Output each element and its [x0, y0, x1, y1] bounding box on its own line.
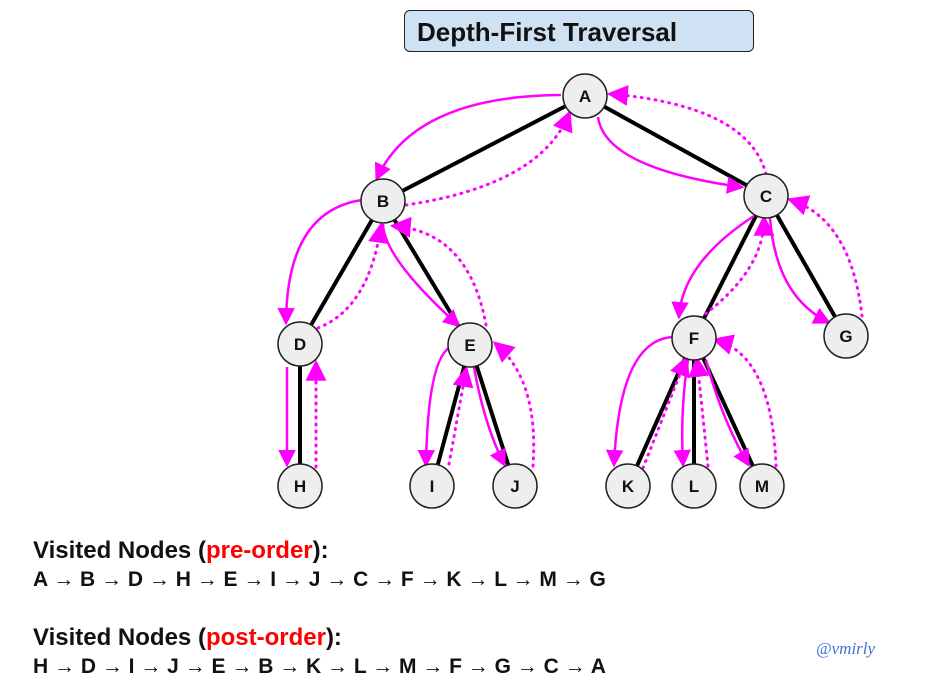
node-circle-h	[277, 463, 323, 509]
arrow-up-k-f	[641, 355, 690, 470]
node-l: L	[671, 463, 717, 509]
node-circle-j	[492, 463, 538, 509]
postorder-heading-suffix: ):	[325, 624, 342, 651]
arrow-up-g-c	[787, 195, 864, 318]
node-label-h: H	[294, 477, 306, 496]
node-circle-d	[277, 321, 323, 367]
arrow-up-b-a	[404, 110, 573, 207]
node-label-j: J	[510, 477, 519, 496]
edge-a-c	[584, 94, 767, 198]
node-label-a: A	[579, 87, 591, 106]
node-circle-l	[671, 463, 717, 509]
node-circle-e	[447, 322, 493, 368]
preorder-heading: Visited Nodes (pre-order):	[33, 537, 329, 565]
arrow-down-c-f	[671, 214, 755, 320]
arrow-down-e-j	[472, 366, 506, 468]
node-j: J	[492, 463, 538, 509]
node-c: C	[743, 173, 789, 219]
node-d: D	[277, 321, 323, 367]
arrow-down-e-i	[417, 344, 453, 468]
node-b: B	[360, 178, 406, 224]
postorder-heading-prefix: Visited Nodes (	[33, 624, 206, 651]
node-label-m: M	[755, 477, 769, 496]
node-label-i: I	[430, 477, 435, 496]
arrow-down-f-l	[673, 359, 691, 468]
arrow-down-f-k	[605, 335, 677, 468]
edge-c-g	[764, 195, 848, 337]
preorder-heading-prefix: Visited Nodes (	[33, 537, 206, 564]
arrow-up-l-f	[688, 355, 710, 468]
node-a: A	[562, 73, 608, 119]
node-label-f: F	[689, 329, 699, 348]
edge-c-f	[692, 195, 768, 339]
node-circle-g	[823, 313, 869, 359]
node-i: I	[409, 463, 455, 509]
node-m: M	[739, 463, 785, 509]
node-label-g: G	[839, 327, 852, 346]
preorder-heading-suffix: ):	[312, 537, 329, 564]
preorder-sequence: A → B → D → H → E → I → J → C → F → K → …	[33, 568, 606, 591]
node-circle-b	[360, 178, 406, 224]
node-e: E	[447, 322, 493, 368]
postorder-sequence: H → D → I → J → E → B → K → L → M → F → …	[33, 655, 606, 678]
edge-f-m	[692, 337, 764, 487]
node-circle-a	[562, 73, 608, 119]
postorder-heading: Visited Nodes (post-order):	[33, 624, 342, 652]
arrow-up-e-b	[389, 216, 488, 327]
node-circle-i	[409, 463, 455, 509]
node-g: G	[823, 313, 869, 359]
node-h: H	[277, 463, 323, 509]
arrow-down-f-m	[704, 359, 750, 468]
author-watermark: @vmirly	[816, 639, 876, 658]
arrow-up-d-b	[316, 221, 389, 330]
edge-a-b	[382, 94, 586, 203]
node-circle-c	[743, 173, 789, 219]
arrow-up-c-a	[606, 85, 768, 176]
diagram-title: Depth-First Traversal	[417, 17, 678, 47]
traversal-arrows	[277, 85, 864, 470]
node-k: K	[605, 463, 651, 509]
node-label-e: E	[464, 336, 475, 355]
arrow-down-a-c	[596, 116, 745, 194]
dfs-tree-diagram: A B C D E F G H I J K L M	[277, 73, 869, 509]
arrow-up-f-c	[698, 214, 775, 320]
node-label-b: B	[377, 192, 389, 211]
arrow-up-j-e	[492, 341, 536, 468]
node-circle-k	[605, 463, 651, 509]
arrow-up-i-e	[447, 365, 474, 466]
arrow-down-c-g	[768, 217, 832, 324]
title-box: Depth-First Traversal	[404, 10, 754, 52]
node-label-d: D	[294, 335, 306, 354]
edge-e-j	[468, 344, 517, 487]
arrow-down-b-d	[277, 198, 363, 326]
node-label-k: K	[622, 477, 635, 496]
node-circle-f	[671, 315, 717, 361]
node-circle-m	[739, 463, 785, 509]
preorder-heading-accent: pre-order	[205, 537, 313, 564]
postorder-heading-accent: post-order	[205, 624, 326, 651]
node-f: F	[671, 315, 717, 361]
node-label-l: L	[689, 477, 699, 496]
node-label-c: C	[760, 187, 772, 206]
tree-edges	[298, 94, 848, 487]
arrow-down-a-b	[374, 93, 562, 182]
tree-nodes: A B C D E F G H I J K L M	[277, 73, 869, 509]
